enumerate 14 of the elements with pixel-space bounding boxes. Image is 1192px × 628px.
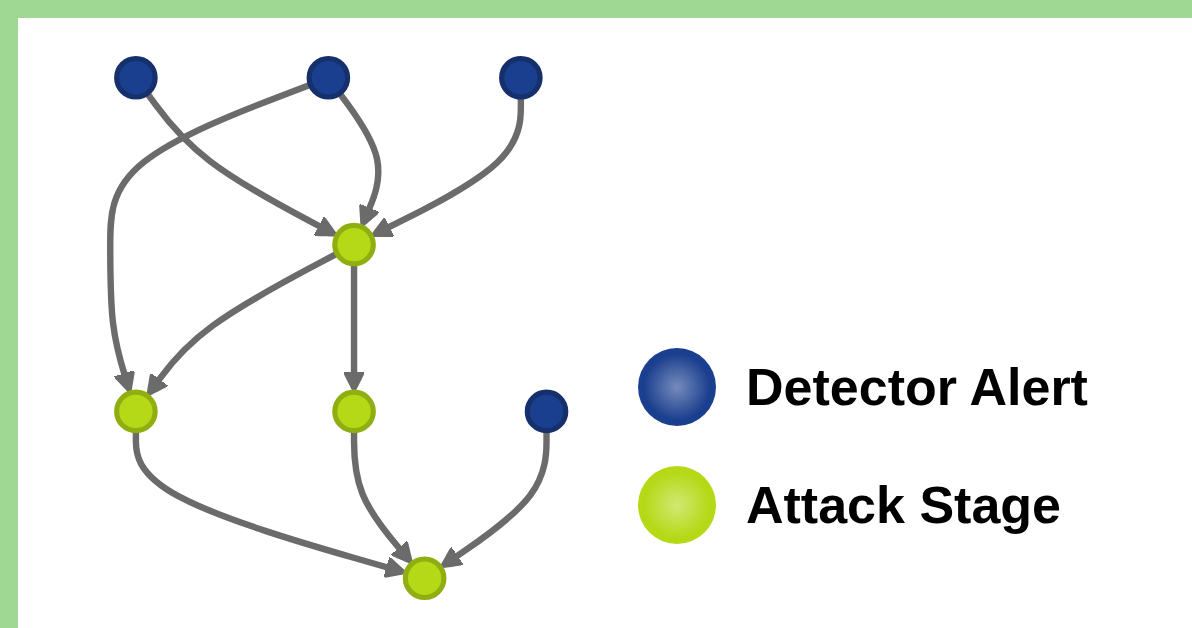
arrow — [439, 430, 550, 569]
node-circle — [114, 55, 158, 100]
legend-label: Detector Alert — [746, 357, 1088, 417]
node-circle — [499, 55, 543, 100]
node-circle — [332, 222, 376, 267]
node-circle — [306, 55, 351, 100]
arrow — [146, 250, 339, 397]
node-circle — [524, 389, 569, 434]
node-circle — [402, 556, 447, 601]
node-circle — [332, 389, 376, 434]
node-circle — [114, 389, 158, 434]
arrow — [370, 97, 525, 237]
arrow — [350, 430, 414, 565]
legend-label: Attack Stage — [746, 475, 1061, 535]
